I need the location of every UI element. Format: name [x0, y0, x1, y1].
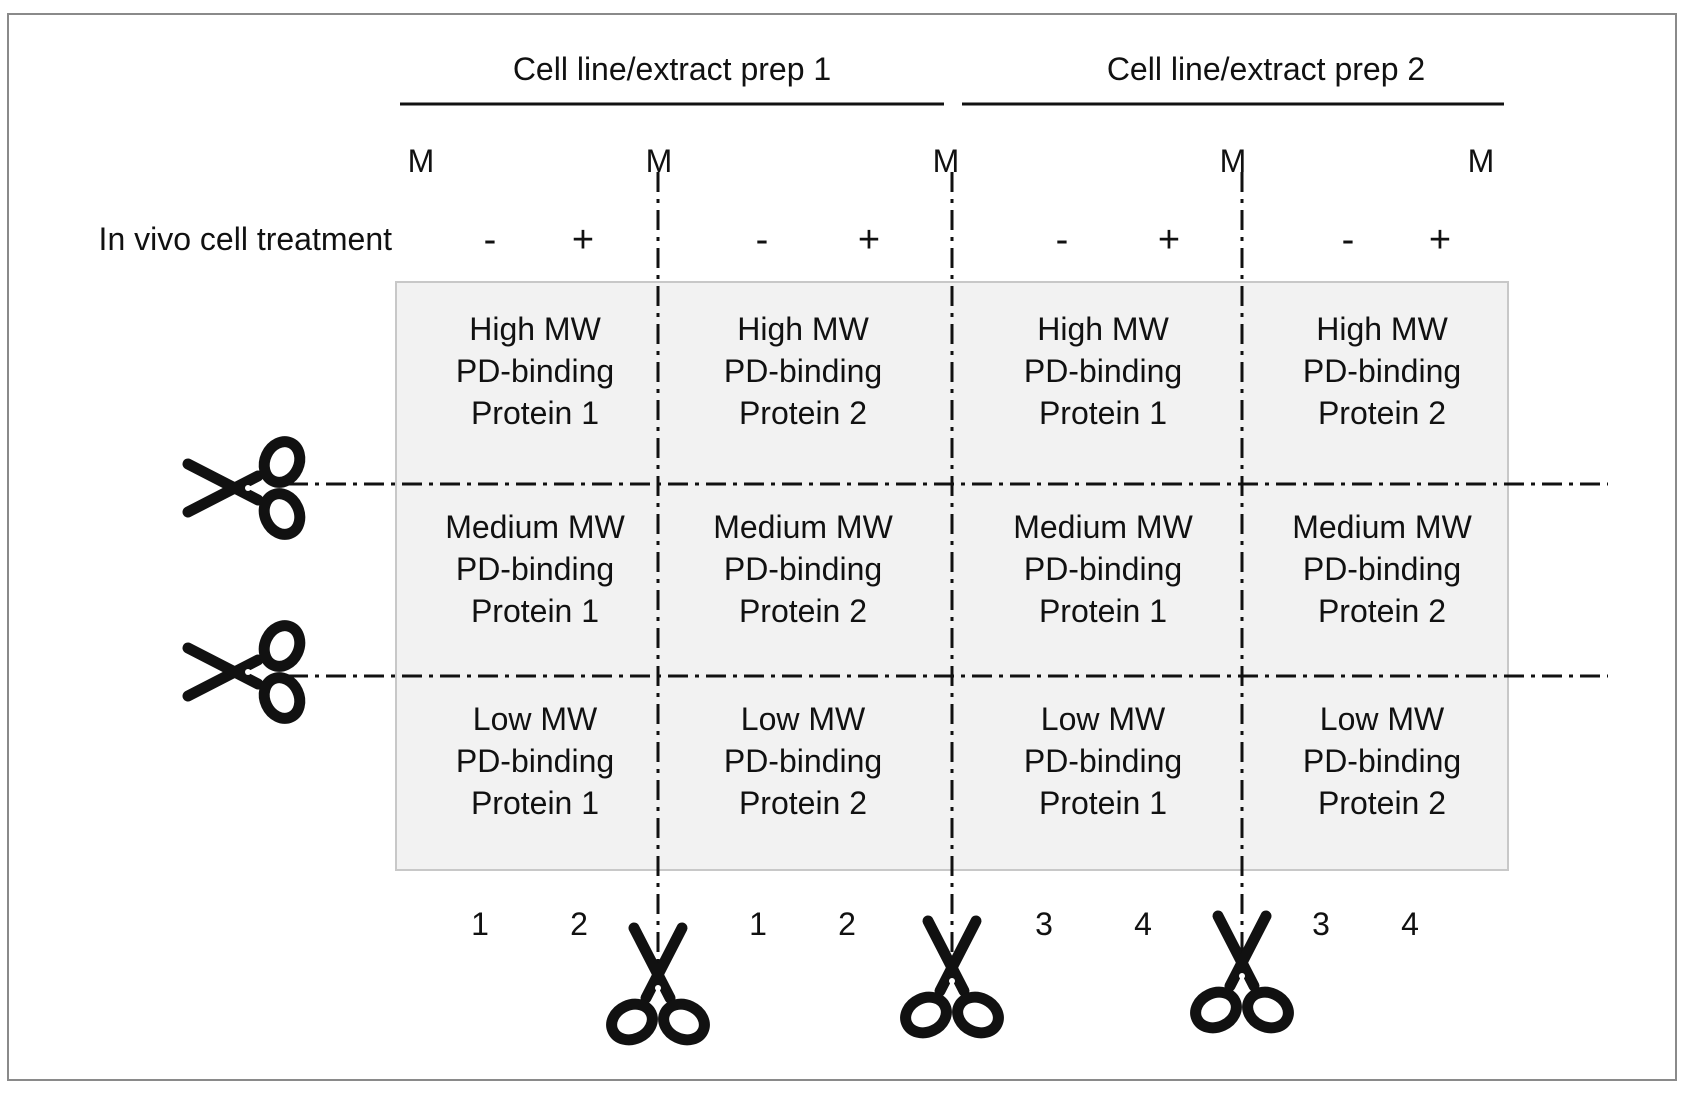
protein-label: PD-binding — [1303, 551, 1461, 587]
treatment-minus: - — [756, 219, 769, 261]
lane-number: 2 — [570, 906, 588, 942]
lane-number: 1 — [749, 906, 767, 942]
lane-number: 2 — [838, 906, 856, 942]
protein-label: High MW — [1316, 311, 1448, 347]
marker-label: M — [408, 143, 435, 179]
protein-label: Low MW — [1041, 701, 1166, 737]
protein-label: Protein 2 — [739, 785, 867, 821]
protein-label: Protein 2 — [1318, 785, 1446, 821]
protein-label: Medium MW — [1013, 509, 1193, 545]
protein-label: Protein 2 — [1318, 593, 1446, 629]
protein-label: PD-binding — [456, 353, 614, 389]
treatment-minus: - — [1342, 219, 1355, 261]
protein-label: High MW — [1037, 311, 1169, 347]
lane-number: 4 — [1401, 906, 1419, 942]
protein-label: Protein 1 — [471, 785, 599, 821]
protein-label: PD-binding — [1303, 353, 1461, 389]
treatment-minus: - — [484, 219, 497, 261]
protein-label: PD-binding — [1303, 743, 1461, 779]
protein-label: PD-binding — [1024, 551, 1182, 587]
protein-label: Protein 1 — [471, 395, 599, 431]
treatment-plus: + — [1429, 219, 1451, 261]
protein-label: Low MW — [741, 701, 866, 737]
marker-label: M — [933, 143, 960, 179]
treatment-label: In vivo cell treatment — [99, 221, 393, 257]
protein-label: Protein 1 — [1039, 593, 1167, 629]
lane-number: 3 — [1035, 906, 1053, 942]
protein-label: PD-binding — [456, 551, 614, 587]
treatment-plus: + — [572, 219, 594, 261]
marker-label: M — [1468, 143, 1495, 179]
protein-label: Protein 2 — [739, 593, 867, 629]
protein-label: Low MW — [473, 701, 598, 737]
protein-label: Medium MW — [713, 509, 893, 545]
protein-label: PD-binding — [456, 743, 614, 779]
protein-label: Protein 1 — [471, 593, 599, 629]
protein-label: Protein 2 — [739, 395, 867, 431]
protein-label: Medium MW — [1292, 509, 1472, 545]
treatment-plus: + — [1158, 219, 1180, 261]
protein-label: Medium MW — [445, 509, 625, 545]
lane-number: 4 — [1134, 906, 1152, 942]
lane-number: 1 — [471, 906, 489, 942]
protein-label: High MW — [737, 311, 869, 347]
protein-label: High MW — [469, 311, 601, 347]
protein-label: PD-binding — [724, 353, 882, 389]
protein-label: Protein 1 — [1039, 785, 1167, 821]
protein-label: Protein 2 — [1318, 395, 1446, 431]
protein-label: Protein 1 — [1039, 395, 1167, 431]
prep1-label: Cell line/extract prep 1 — [513, 51, 831, 87]
protein-label: PD-binding — [1024, 353, 1182, 389]
protein-label: PD-binding — [1024, 743, 1182, 779]
lane-number: 3 — [1312, 906, 1330, 942]
treatment-plus: + — [858, 219, 880, 261]
treatment-minus: - — [1056, 219, 1069, 261]
protein-label: PD-binding — [724, 743, 882, 779]
protein-label: Low MW — [1320, 701, 1445, 737]
protein-label: PD-binding — [724, 551, 882, 587]
prep2-label: Cell line/extract prep 2 — [1107, 51, 1425, 87]
